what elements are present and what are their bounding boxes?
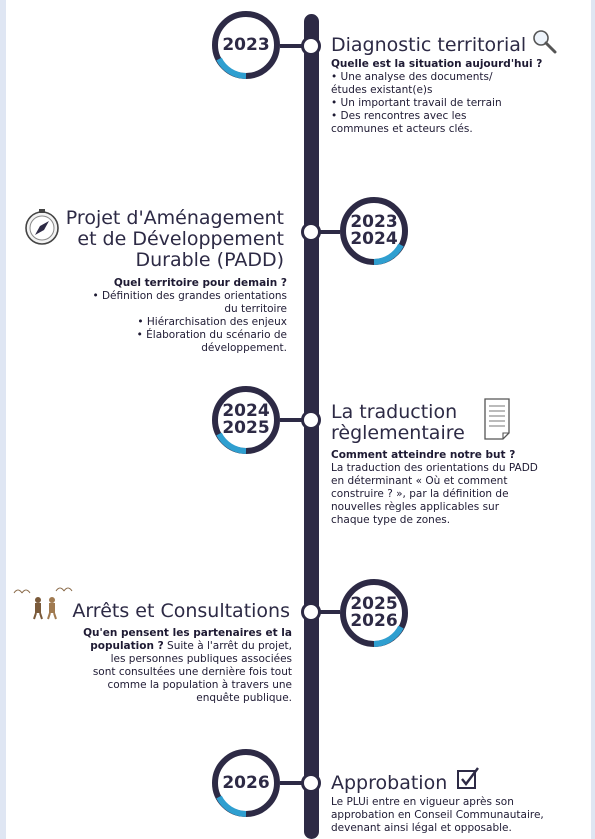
body-line: • Élaboration du scénario de (136, 329, 287, 341)
connector (318, 610, 340, 614)
step-text-diagnostic: Quelle est la situation aujourd'hui ? • … (331, 58, 593, 136)
timeline-node (301, 36, 321, 56)
body-line: développement. (201, 342, 287, 354)
timeline-node (301, 222, 321, 242)
body-line: approbation en Conseil Communautaire, (331, 809, 544, 821)
timeline-node (301, 773, 321, 793)
body-normal: les personnes publiques associées (110, 653, 292, 665)
body-normal: sont consultées une dernière fois tout (92, 666, 292, 678)
year-label: 2025 (350, 594, 398, 614)
document-icon (483, 397, 513, 445)
year-label: 2026 (222, 772, 270, 793)
body-line: enquête publique. (10, 692, 292, 705)
body-line: • Hiérarchisation des enjeux (137, 316, 287, 328)
body-line: études existant(e)s (331, 84, 433, 96)
body-line: chaque type de zones. (331, 514, 451, 526)
body-bold: Qu'en pensent les partenaires et la (83, 627, 292, 639)
step-text-padd: Quel territoire pour demain ? • Définiti… (10, 277, 287, 355)
year-label: 2024 (222, 401, 270, 421)
year-circle-2026: 2026 (210, 747, 282, 819)
title-line: Durable (PADD) (135, 249, 284, 271)
step-title-arrets: Arrêts et Consultations (72, 600, 290, 622)
body-line: construire ? », par la définition de (331, 488, 509, 500)
body-line: • Une analyse des documents/ (331, 71, 493, 83)
people-discussion-icon (12, 585, 92, 625)
page-border-right (591, 0, 595, 839)
body-line: nouvelles règles applicables sur (331, 501, 500, 513)
year-label: 2025 (222, 418, 270, 438)
timeline-node (301, 410, 321, 430)
body-normal: comme la population à travers une (107, 679, 292, 691)
title-line: et de Développement (77, 228, 284, 250)
body-line: sont consultées une dernière fois tout (10, 666, 292, 679)
step-text-approbation: Le PLUi entre en vigueur après son appro… (331, 796, 593, 835)
year-label: 2026 (350, 611, 398, 631)
year-label: 2024 (350, 229, 398, 249)
year-label: 2023 (222, 34, 270, 55)
page-border-left (0, 0, 6, 839)
compass-icon (22, 207, 62, 251)
title-line: Projet d'Aménagement (65, 207, 284, 229)
title-line: La traduction (331, 401, 458, 423)
step-text-arrets: Qu'en pensent les partenaires et la popu… (10, 627, 292, 705)
year-circle-2023: 2023 (210, 9, 282, 81)
step-subtitle: Comment atteindre notre but ? (331, 449, 516, 461)
body-line: La traduction des orientations du PADD (331, 462, 538, 474)
year-label: 2023 (350, 212, 398, 232)
step-text-traduction: Comment atteindre notre but ? La traduct… (331, 449, 593, 527)
connector (318, 230, 340, 234)
connector (280, 418, 304, 422)
checkbox-icon (456, 766, 482, 794)
body-line: Qu'en pensent les partenaires et la (10, 627, 292, 640)
body-line: du territoire (224, 303, 287, 315)
step-subtitle: Quelle est la situation aujourd'hui ? (331, 58, 543, 70)
step-title-padd: Projet d'Aménagement et de Développement… (40, 208, 284, 271)
body-line: • Des rencontres avec les (331, 110, 467, 122)
body-line: • Un important travail de terrain (331, 97, 502, 109)
body-bold: population ? (90, 640, 164, 652)
body-line: population ? Suite à l'arrêt du projet, (10, 640, 292, 653)
step-subtitle: Quel territoire pour demain ? (113, 277, 287, 289)
magnifier-icon (531, 28, 557, 58)
connector (280, 781, 304, 785)
step-title-approbation: Approbation (331, 772, 448, 794)
body-line: comme la population à travers une (10, 679, 292, 692)
title-line: règlementaire (331, 422, 465, 444)
body-line: les personnes publiques associées (10, 653, 292, 666)
body-line: communes et acteurs clés. (331, 123, 473, 135)
connector (280, 44, 304, 48)
timeline-node (301, 602, 321, 622)
body-line: • Définition des grandes orientations (92, 290, 287, 302)
body-line: en déterminant « Où et comment (331, 475, 508, 487)
step-title-diagnostic: Diagnostic territorial (331, 34, 527, 56)
body-normal: Suite à l'arrêt du projet, (163, 640, 292, 652)
step-title-traduction: La traduction règlementaire (331, 402, 465, 444)
body-normal: enquête publique. (196, 692, 292, 704)
body-line: devenant ainsi légal et opposable. (331, 822, 512, 834)
body-line: Le PLUi entre en vigueur après son (331, 796, 514, 808)
